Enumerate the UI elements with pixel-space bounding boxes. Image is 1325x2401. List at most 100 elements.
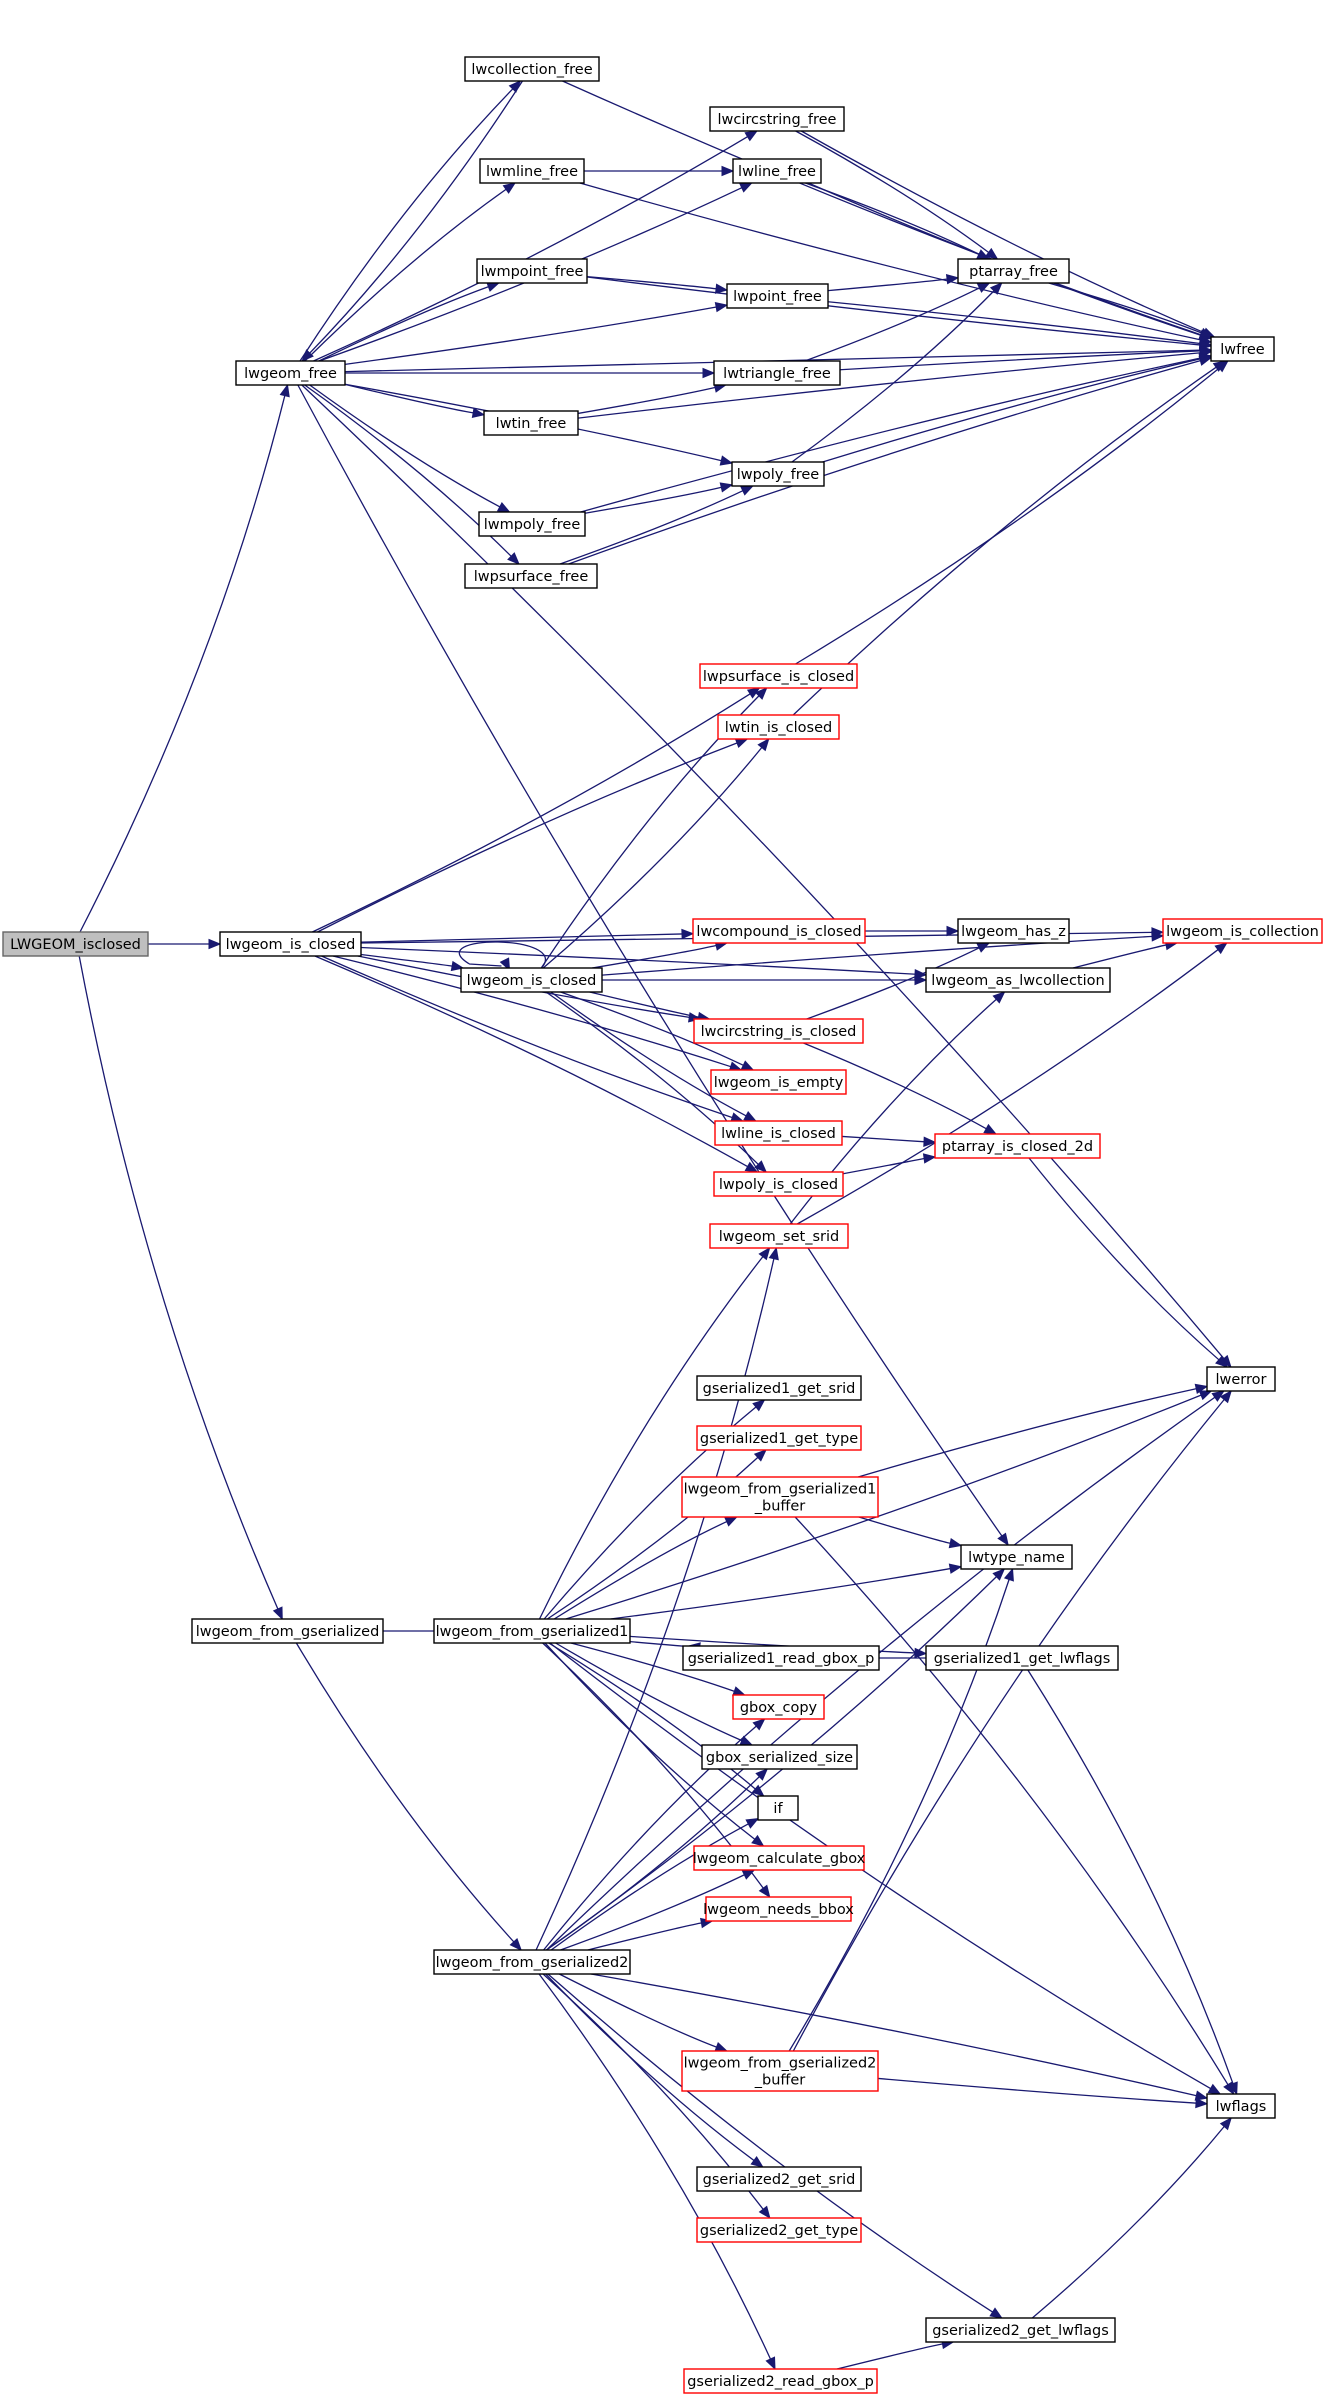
node-lwgeom-has-z[interactable]: lwgeom_has_z [957, 918, 1070, 944]
node-label: _buffer [754, 2073, 806, 2089]
node-lwline-free[interactable]: lwline_free [732, 158, 822, 184]
node-lwline-is-closed[interactable]: lwline_is_closed [714, 1120, 843, 1146]
node-lwcompound-is-closed[interactable]: lwcompound_is_closed [692, 918, 866, 944]
edge-lwpoly-is-closed-to-ptarray-is-closed-2d-line [842, 1157, 926, 1175]
edge-root-to-lwgeom-from-gserialized-line [78, 955, 279, 1611]
node-gserialized1-get-srid[interactable]: gserialized1_get_srid [696, 1375, 862, 1401]
node-box [696, 1375, 862, 1401]
node-lwgeom-calculate-gbox[interactable]: lwgeom_calculate_gbox [693, 1845, 866, 1871]
node-label: lwcollection_free [471, 62, 592, 78]
edge-lwpoly-free-to-ptarray-free [791, 282, 1003, 463]
node-lwgeom-is-empty[interactable]: lwgeom_is_empty [710, 1069, 847, 1095]
node-gserialized1-read-gbox-p[interactable]: gserialized1_read_gbox_p [682, 1645, 880, 1671]
node-lwcircstring-is-closed[interactable]: lwcircstring_is_closed [693, 1018, 864, 1044]
edge-lwgeom-free-to-lwpoint-free-line [344, 306, 718, 366]
node-box [925, 1645, 1119, 1671]
node-lwmpoint-free[interactable]: lwmpoint_free [476, 258, 588, 284]
node-gserialized2-get-type[interactable]: gserialized2_get_type [696, 2217, 862, 2243]
edge-ptarray-free-to-lwfree [1048, 282, 1214, 338]
node-ptarray-free[interactable]: ptarray_free [957, 258, 1070, 284]
node-lwgeom-is-closed-a[interactable]: lwgeom_is_closed [219, 931, 362, 957]
edge-lwgeom-set-srid-to-lwgeom-is-collection-arrowhead [1214, 942, 1228, 955]
node-lwtriangle-free[interactable]: lwtriangle_free [713, 360, 841, 386]
node-label: LWGEOM_isclosed [10, 937, 141, 953]
node-lwgeom-is-collection[interactable]: lwgeom_is_collection [1162, 918, 1323, 944]
node-box [2, 931, 149, 957]
node-lwpoly-is-closed[interactable]: lwpoly_is_closed [713, 1171, 844, 1197]
edge-lwgeom-from-gserialized1-to-lwflags-arrowhead [1207, 2083, 1222, 2095]
node-gserialized1-get-lwflags[interactable]: gserialized1_get_lwflags [925, 1645, 1119, 1671]
node-gbox-serialized-size[interactable]: gbox_serialized_size [701, 1744, 858, 1770]
node-label: lwtype_name [968, 1550, 1065, 1566]
edge-lwgeom-is-closed-a-to-lwgeom-is-closed-b [360, 953, 465, 972]
node-box [709, 1223, 849, 1249]
edge-lwgeom-free-to-lwpsurface-free-arrowhead [507, 552, 520, 565]
edge-lwpoly-free-to-ptarray-free-arrowhead [989, 282, 1003, 295]
node-lwgeom-from-gserialized1-buffer[interactable]: lwgeom_from_gserialized1_buffer [681, 1476, 879, 1518]
edge-lwgeom-from-gserialized2-buffer-to-lwflags-line [877, 2077, 1198, 2104]
edge-lwcircstring-is-closed-to-ptarray-is-closed-2d [803, 1042, 998, 1135]
node-gserialized2-get-lwflags[interactable]: gserialized2_get_lwflags [925, 2317, 1116, 2343]
edge-lwgeom-free-to-lwmpoly-free-line [309, 384, 501, 508]
node-lwgeom-from-gserialized1[interactable]: lwgeom_from_gserialized1 [433, 1618, 631, 1644]
edge-lwgeom-is-closed-b-to-lwcircstring-is-closed-line [589, 991, 700, 1018]
node-box [235, 360, 346, 386]
node-lwcircstring-free[interactable]: lwcircstring_free [709, 106, 845, 132]
edge-lwgeom-free-to-lwpoint-free-arrowhead [714, 301, 729, 313]
edge-lwgeom-free-to-lwtype-name [297, 384, 1009, 1547]
node-lwgeom-as-lwcollection[interactable]: lwgeom_as_lwcollection [925, 967, 1111, 993]
node-box [934, 1133, 1101, 1159]
node-lwtin-is-closed[interactable]: lwtin_is_closed [717, 714, 840, 740]
node-label: gserialized1_get_srid [703, 1381, 856, 1397]
node-lwerror[interactable]: lwerror [1206, 1366, 1276, 1392]
node-box [714, 1120, 843, 1146]
node-label: lwgeom_calculate_gbox [693, 1851, 866, 1867]
edge-lwgeom-from-gserialized1-to-gbox-copy-line [570, 1642, 736, 1693]
node-box [478, 511, 586, 537]
node-box [464, 56, 600, 82]
node-gserialized1-get-type[interactable]: gserialized1_get_type [696, 1425, 862, 1451]
node-lwmline-free[interactable]: lwmline_free [479, 158, 585, 184]
edge-lwgeom-is-closed-b-to-lwgeom-is-closed-b [458, 941, 546, 972]
node-lwtin-free[interactable]: lwtin_free [483, 410, 579, 436]
edge-root-to-lwgeom-is-closed-a-arrowhead [208, 938, 222, 950]
node-if[interactable]: if [757, 1795, 799, 1821]
edge-lwmpoint-free-to-lwpoint-free-arrowhead [714, 283, 729, 294]
node-lwfree[interactable]: lwfree [1210, 336, 1275, 362]
node-lwgeom-free[interactable]: lwgeom_free [235, 360, 346, 386]
edge-lwmpoly-free-to-lwfree [580, 353, 1213, 513]
node-gserialized2-get-srid[interactable]: gserialized2_get_srid [696, 2166, 862, 2192]
edge-lwcompound-is-closed-to-lwgeom-has-z [865, 925, 960, 937]
node-lwpoint-free[interactable]: lwpoint_free [726, 283, 829, 309]
node-lwmpoly-free[interactable]: lwmpoly_free [478, 511, 586, 537]
node-lwtype-name[interactable]: lwtype_name [960, 1544, 1073, 1570]
node-lwpsurface-free[interactable]: lwpsurface_free [464, 563, 598, 589]
node-lwgeom-from-gserialized2[interactable]: lwgeom_from_gserialized2 [433, 1949, 631, 1975]
node-lwgeom-set-srid[interactable]: lwgeom_set_srid [709, 1223, 849, 1249]
edge-lwgeom-is-closed-a-to-lwpoly-is-closed-line [314, 955, 749, 1168]
node-label: lwline_free [738, 164, 816, 180]
node-lwflags[interactable]: lwflags [1206, 2093, 1276, 2119]
node-box [1206, 2093, 1276, 2119]
edge-lwgeom-free-to-lwerror-line [301, 384, 1225, 1360]
edge-lwgeom-is-closed-b-to-lwgeom-is-collection-arrowhead [1151, 931, 1165, 942]
node-lwgeom-from-gserialized2-buffer[interactable]: lwgeom_from_gserialized2_buffer [681, 2050, 879, 2092]
node-lwpoly-free[interactable]: lwpoly_free [731, 461, 825, 487]
edge-lwgeom-free-to-lwmpoly-free [309, 384, 511, 513]
node-box [732, 158, 822, 184]
node-gbox-copy[interactable]: gbox_copy [732, 1694, 825, 1720]
edge-lwgeom-from-gserialized2-to-if-arrowhead [745, 1818, 760, 1829]
node-root[interactable]: LWGEOM_isclosed [2, 931, 149, 957]
node-box [476, 258, 588, 284]
node-lwpsurface-is-closed[interactable]: lwpsurface_is_closed [699, 663, 858, 689]
edge-lwcollection-free-to-lwfree [562, 80, 1213, 340]
node-ptarray-is-closed-2d[interactable]: ptarray_is_closed_2d [934, 1133, 1101, 1159]
node-label: lwcircstring_free [718, 112, 837, 128]
node-lwgeom-is-closed-b[interactable]: lwgeom_is_closed [460, 967, 603, 993]
edge-lwgeom-from-gserialized2-to-lwerror [546, 1390, 1225, 1951]
node-lwgeom-needs-bbox[interactable]: lwgeom_needs_bbox [703, 1896, 854, 1922]
node-gserialized2-read-gbox-p[interactable]: gserialized2_read_gbox_p [683, 2368, 878, 2394]
node-lwcollection-free[interactable]: lwcollection_free [464, 56, 600, 82]
node-lwgeom-from-gserialized[interactable]: lwgeom_from_gserialized [191, 1618, 384, 1644]
edge-lwgeom-from-gserialized2-to-lwgeom-from-gserialized2-buffer-line [559, 1973, 718, 2049]
